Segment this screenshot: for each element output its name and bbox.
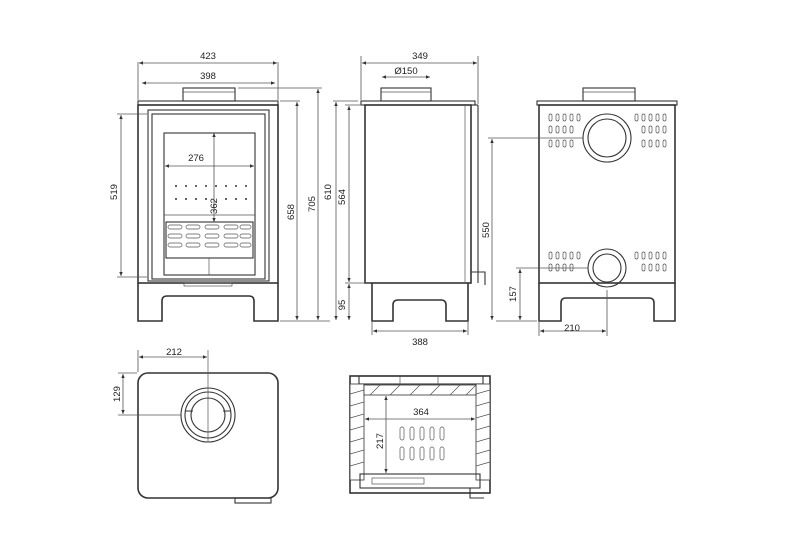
- front-view: [137, 87, 279, 322]
- dim-base-depth: 388: [412, 337, 428, 348]
- side-dimensions: 349 Ø150 610 564 95 388: [323, 51, 479, 348]
- air-holes: [175, 185, 247, 200]
- dim-rear-flue-lower: 157: [508, 286, 519, 302]
- dim-height-705: 705: [307, 196, 318, 212]
- dim-leg-height: 95: [337, 300, 348, 311]
- top-dimensions: 212 129: [112, 347, 209, 442]
- dim-height-658: 658: [286, 204, 297, 220]
- dim-firebox-width: 276: [188, 153, 204, 164]
- vent-slots: [548, 113, 667, 272]
- grate: [165, 221, 254, 275]
- dim-height-610: 610: [323, 184, 334, 200]
- rear-view: [536, 87, 678, 322]
- plan-dimensions: 364 217: [365, 396, 475, 473]
- rear-dimensions: 550 157 210: [481, 137, 608, 336]
- plan-section: [349, 375, 491, 499]
- dim-plan-inner-width: 364: [413, 407, 429, 418]
- dim-height-564: 564: [337, 189, 348, 205]
- dim-plan-inner-depth: 217: [375, 433, 386, 449]
- dim-grate-width: 362: [209, 198, 220, 214]
- dim-flue-diameter: Ø150: [394, 66, 417, 77]
- dim-door-height: 519: [109, 184, 120, 200]
- plan-grate: [399, 426, 445, 461]
- dim-side-depth: 349: [412, 51, 428, 62]
- dim-front-outer-width: 423: [200, 51, 216, 62]
- front-dimensions: 423 398 276 362 519 658 705: [109, 51, 330, 322]
- dim-rear-flue-height: 550: [481, 222, 492, 238]
- dim-top-offset-x: 212: [166, 347, 182, 358]
- dim-front-inner-width: 398: [200, 71, 216, 82]
- side-view: [360, 87, 486, 322]
- dim-rear-offset: 210: [564, 323, 580, 334]
- dim-top-offset-y: 129: [112, 386, 123, 402]
